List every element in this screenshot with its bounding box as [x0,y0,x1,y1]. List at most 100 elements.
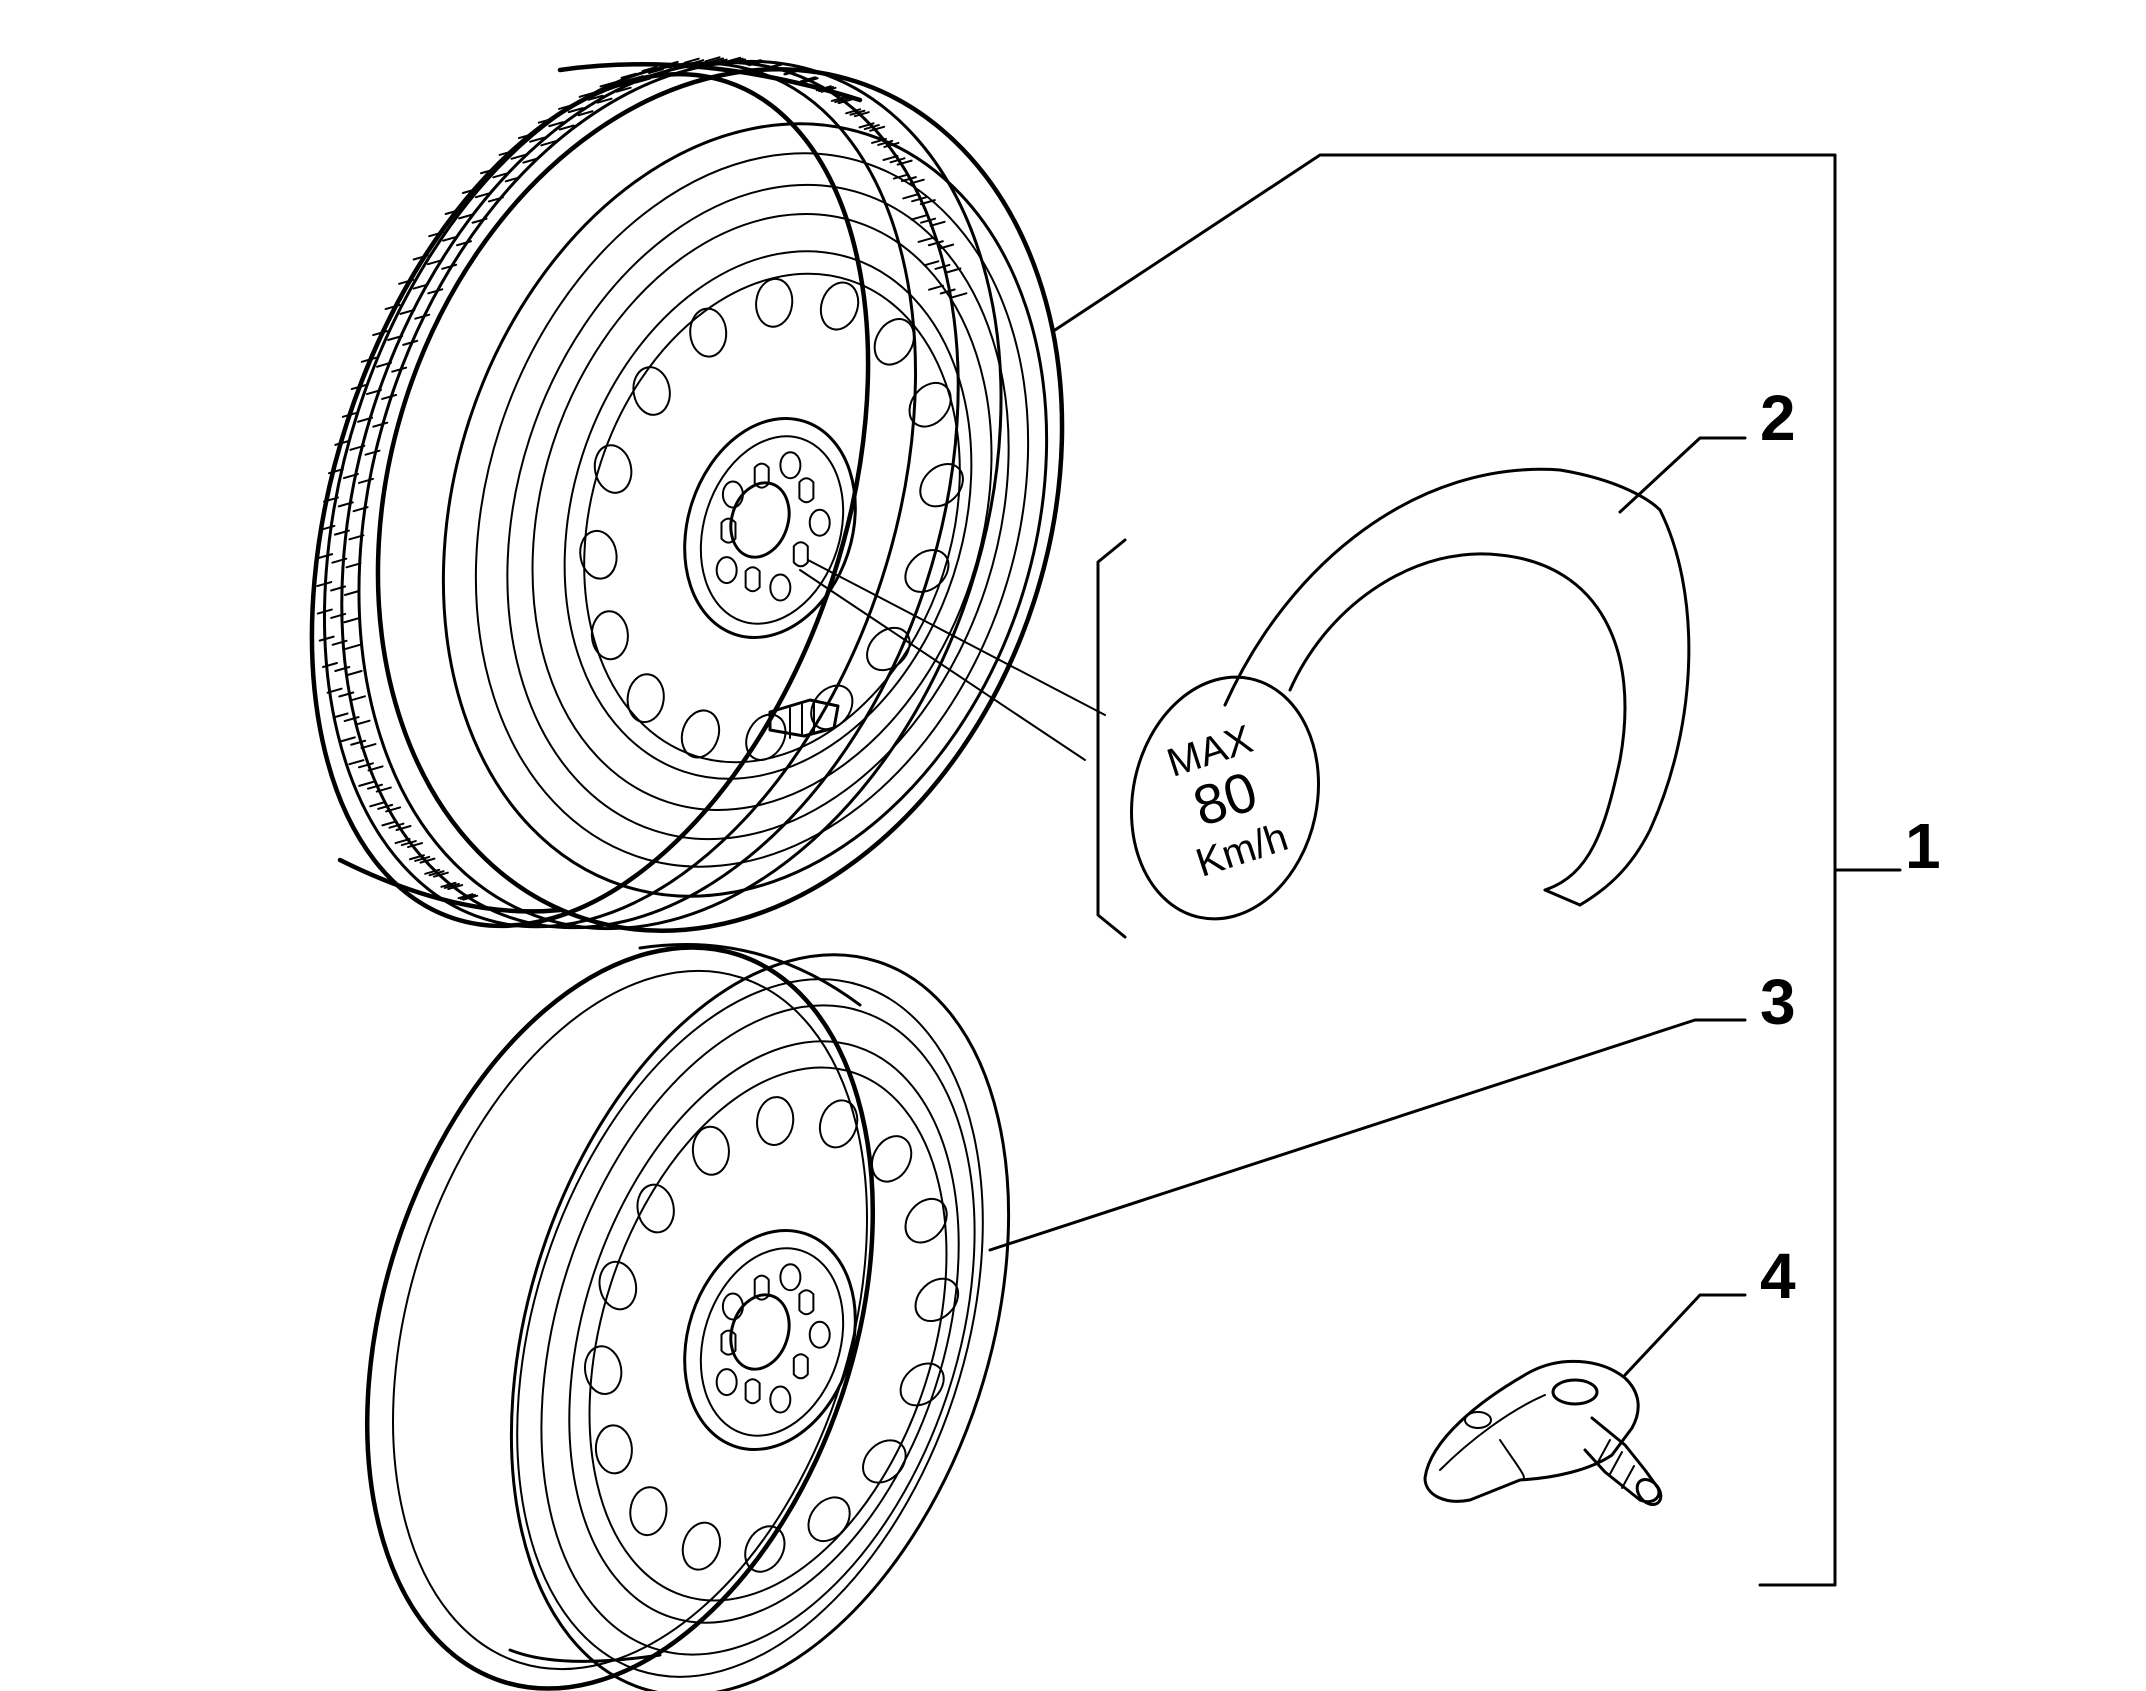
tread-mark [381,820,398,827]
tread-mark [358,780,375,787]
tread-mark [338,691,355,698]
tread-mark [348,759,365,766]
tread-mark [558,103,575,110]
tread-mark [385,806,402,813]
tread-mark [369,801,386,808]
hub-slot [744,1378,761,1405]
tread-mark [456,240,473,247]
tread-mark [517,133,534,140]
hub-slot [744,566,761,593]
vent-hole [756,1096,795,1146]
tread-mark [668,62,685,69]
tread-mark [784,69,801,76]
vent-hole [629,1486,668,1537]
tread-mark [596,97,613,104]
vent-hole [866,626,911,672]
tread-mark [927,240,944,247]
vent-hole [908,381,952,428]
lug-hole [808,508,831,537]
tread-mark [910,214,927,221]
tread-mark [704,56,721,63]
tread-mark [830,95,847,102]
tread-mark [349,444,366,451]
vent-hole [745,713,787,761]
tread-mark [607,84,624,91]
lug-bolt-holes [715,451,831,602]
vent-hole [590,610,629,661]
tread-mark [350,739,367,746]
tread-mark [318,635,335,642]
tread-mark [377,803,394,810]
tread-mark [730,58,747,65]
vent-hole [598,1260,638,1311]
tread-mark [330,585,347,592]
callout-4: 4 [1760,1240,1796,1312]
tread-mark [322,496,339,503]
rim-vent-holes [583,1096,960,1573]
vent-hole [873,318,915,366]
vent-hole [755,277,794,328]
tread-mark [447,884,464,891]
tread-mark [419,857,436,864]
tread-mark [444,208,461,215]
vent-hole [870,1135,913,1183]
tread-mark [627,75,644,82]
tread-mark [427,288,444,295]
wheel-rim-rings [441,122,1049,898]
tread-mark [474,192,491,199]
tread-mark [540,140,557,147]
tread-mark [331,639,348,646]
tread-mark [458,213,475,220]
vent-hole [632,366,671,416]
tread-mark [688,59,705,66]
tread-mark [384,304,401,311]
tread-mark [479,168,496,175]
rim-vent-holes [579,277,964,761]
tread-mark [316,608,333,615]
tread-mark [845,108,862,115]
tread-mark [342,473,359,480]
tread-mark [400,840,417,847]
tread-mark [428,870,445,877]
tread-mark [558,124,575,131]
hub-slot [753,462,770,489]
tread-mark [522,157,539,164]
tread-mark [487,196,504,203]
tread-mark [928,284,945,291]
tread-mark [882,155,899,162]
lug-hole [715,1368,738,1397]
vent-hole [904,1197,948,1244]
tread-mark [492,172,509,179]
tread-mark [319,524,336,531]
tread-mark [334,666,351,673]
tread-mark [317,553,334,560]
vent-hole [807,1496,851,1543]
tread-mark [333,529,350,536]
tread-mark [372,421,389,428]
lug-hole [779,1263,802,1292]
vent-hole [583,1345,623,1395]
tread-mark [908,178,925,185]
vent-hole [680,709,721,759]
tread-mark [662,60,679,67]
vent-hole [593,444,633,494]
tread-mark [443,882,460,889]
tread-mark [951,292,968,299]
tread-mark [673,64,690,71]
tread-mark [428,231,445,238]
tread-mark [412,283,429,290]
vent-hole [626,673,665,724]
wheel-hub [683,1229,857,1451]
tread-mark [889,157,906,164]
tread-mark [923,260,940,267]
tread-mark [339,736,356,743]
tread-mark [387,334,404,341]
tread-mark [346,670,363,677]
lug-hole [721,480,744,509]
vent-hole [819,281,860,331]
valve-stem [768,698,840,739]
tread-mark [578,91,595,98]
tread-mark [708,57,725,64]
tread-mark [863,124,880,131]
tread-mark [587,94,604,101]
